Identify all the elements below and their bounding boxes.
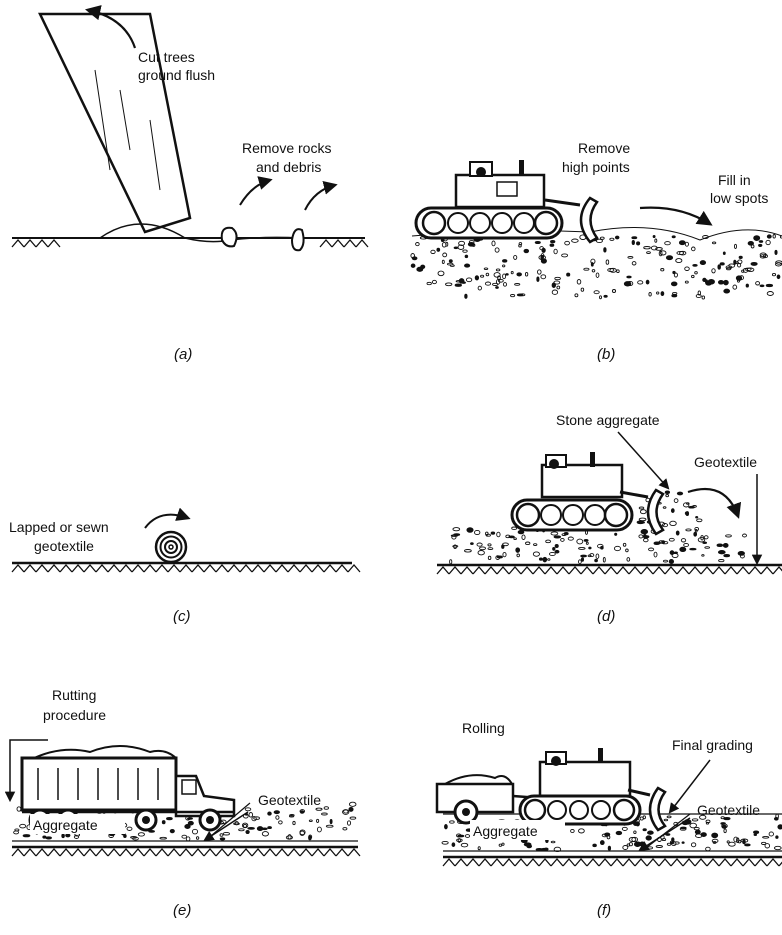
panel-b: Remove high points Fill in low spots (b): [410, 140, 782, 363]
fill-arrow: [639, 206, 713, 226]
rutting-bracket: [4, 739, 48, 803]
hatch-marks: [11, 564, 361, 573]
ground-hatch: [11, 237, 369, 248]
panel-e: Rutting procedure Geotextile Aggregate (…: [4, 687, 361, 919]
panel-c: Lapped or sewn geotextile (c): [9, 507, 361, 625]
caption-a: (a): [174, 346, 192, 363]
caption-f: (f): [597, 902, 611, 919]
panel-f: Rolling Final grading Geotextile Aggrega…: [435, 720, 782, 919]
stump-mound: [99, 223, 186, 239]
caption-e: (e): [173, 902, 191, 919]
label-geotextile: Geotextile: [258, 792, 321, 808]
bulldozer-icon: [414, 160, 599, 244]
label-lapped-sewn: Lapped or sewn: [9, 519, 109, 535]
label-geotextile: Geotextile: [697, 802, 760, 818]
label-geotextile: Geotextile: [694, 454, 757, 470]
label-rolling: Rolling: [462, 720, 505, 736]
label-low-spots: low spots: [710, 190, 768, 206]
dump-truck-icon: [20, 745, 236, 832]
bulldozer-icon: [518, 748, 667, 832]
caption-d: (d): [597, 608, 615, 625]
label-high-points: high points: [562, 159, 630, 175]
label-and-debris: and debris: [256, 159, 321, 175]
stone-leader: [617, 431, 670, 490]
tree-bark-lines: [94, 69, 161, 191]
hatch-marks: [11, 239, 61, 248]
place-arrow: [687, 487, 742, 519]
bulldozer-icon: [510, 452, 665, 536]
rock-icon: [220, 226, 238, 248]
label-procedure: procedure: [43, 707, 106, 723]
label-stone-aggregate: Stone aggregate: [556, 412, 660, 428]
aggregate-fill: [410, 233, 782, 300]
label-remove-rocks: Remove rocks: [242, 140, 331, 156]
final-grading-leader: [668, 759, 711, 814]
geotextile-roll-icon: [154, 530, 188, 564]
aggregate-layer: [449, 526, 747, 565]
label-remove: Remove: [578, 140, 630, 156]
panel-d: Stone aggregate Geotextile (d): [436, 412, 782, 625]
slope-line: [204, 802, 251, 842]
label-aggregate: Aggregate: [473, 823, 538, 839]
hatch-marks: [319, 239, 369, 248]
label-rutting: Rutting: [52, 687, 96, 703]
stone-pile: [636, 490, 703, 535]
tree-trunk: [38, 12, 192, 234]
label-fill-in: Fill in: [718, 172, 751, 188]
hatch-marks: [442, 858, 782, 867]
label-cut-trees: Cut trees: [138, 49, 195, 65]
hatch-marks: [436, 566, 782, 575]
hatch-marks: [11, 848, 361, 857]
slope-line: [641, 813, 691, 852]
debris-icon: [290, 228, 305, 252]
label-final-grading: Final grading: [672, 737, 753, 753]
aggregate-label-bg: [470, 820, 565, 840]
panel-a: Cut trees ground flush Remove rocks and …: [11, 5, 369, 363]
cut-arrow: [84, 5, 137, 49]
label-ground-flush: ground flush: [138, 67, 215, 83]
caption-b: (b): [597, 346, 615, 363]
remove-arrow-1: [239, 176, 273, 206]
caption-c: (c): [173, 608, 191, 625]
roll-arrow: [144, 507, 191, 529]
label-aggregate: Aggregate: [33, 817, 98, 833]
aggregate-label-bg: [30, 814, 125, 834]
remove-arrow-2: [304, 180, 338, 211]
label-geotextile: geotextile: [34, 538, 94, 554]
roller-trailer-icon: [435, 774, 541, 825]
